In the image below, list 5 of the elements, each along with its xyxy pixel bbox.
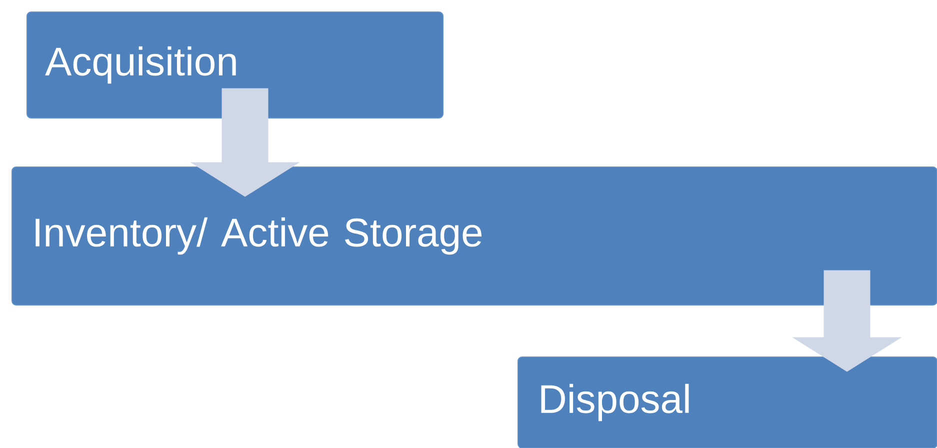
arrow [792, 270, 902, 372]
process-box: Inventory/ Active Storage [12, 166, 937, 306]
process-box: Disposal [518, 356, 937, 448]
arrow [190, 88, 300, 197]
process-box: Acquisition [26, 12, 444, 118]
